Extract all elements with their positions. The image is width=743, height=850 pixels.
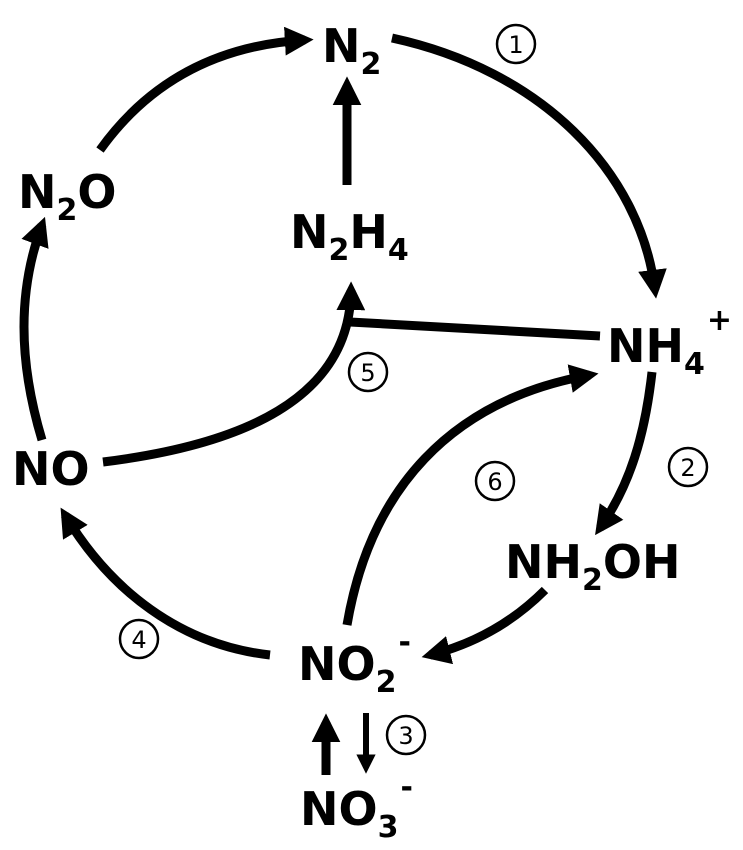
- label-n2: N2: [322, 19, 381, 82]
- arrow-no2-to-no: [60, 507, 271, 660]
- arrow-no-to-n2o: [19, 216, 49, 442]
- arrow-n2o-to-n2: [96, 26, 314, 153]
- svg-text:5: 5: [360, 359, 375, 387]
- label-n2h4: N2H4: [290, 205, 409, 268]
- label-no: NO: [12, 442, 90, 496]
- step-marker-6: 6: [474, 460, 516, 502]
- arrow-nh4-to-nh2oh: [595, 371, 657, 536]
- arrow-n2-to-nh4: [391, 33, 667, 299]
- arrow-no2-to-nh4: [342, 364, 599, 626]
- line-nh4-to-junction: [349, 317, 601, 341]
- label-no3: NO3-: [300, 770, 413, 845]
- svg-text:2: 2: [680, 454, 695, 482]
- step-marker-4: 4: [118, 618, 160, 660]
- label-nh2oh: NH2OH: [505, 535, 680, 598]
- arrow-no-to-n2h4: [102, 281, 366, 467]
- step-marker-5: 5: [347, 351, 389, 393]
- svg-text:6: 6: [487, 468, 502, 496]
- label-nh4: NH4+: [607, 303, 732, 382]
- step-marker-3: 3: [385, 714, 427, 756]
- label-n2o: N2O: [18, 165, 116, 228]
- label-no2: NO2-: [298, 625, 411, 700]
- svg-text:4: 4: [131, 626, 146, 654]
- svg-text:1: 1: [508, 31, 523, 59]
- step-marker-1: 1: [495, 23, 537, 65]
- svg-text:3: 3: [398, 722, 413, 750]
- step-marker-2: 2: [667, 446, 709, 488]
- arrow-nh2oh-to-no2: [421, 586, 549, 665]
